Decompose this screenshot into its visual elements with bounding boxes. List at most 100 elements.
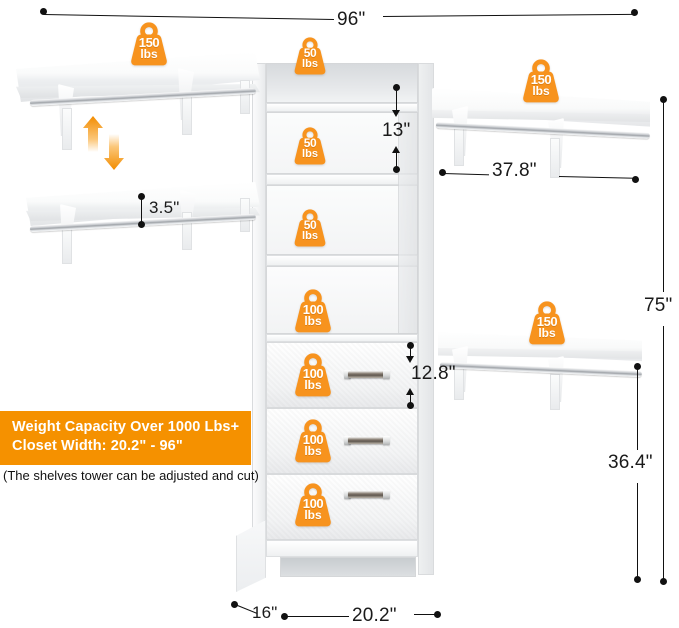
badge-unit: lbs [302, 148, 318, 161]
weight-badge-drawer-2: 100 lbs [291, 418, 335, 464]
dim-13-dot-top [393, 84, 400, 91]
drawer-2-handle[interactable] [348, 437, 386, 444]
tower-right-panel [418, 63, 434, 575]
dim-height-dot-top [660, 96, 667, 103]
weight-badge-right-lower-shelf: 150 lbs [525, 300, 569, 346]
dim-right-width-label: 37.8" [489, 160, 540, 182]
dim-height-line-top [663, 100, 665, 292]
left-lower-wallplate-2 [182, 212, 192, 250]
badge-unit: lbs [538, 326, 556, 341]
drawer-1-handle[interactable] [348, 371, 386, 378]
dim-128-dot-bottom [407, 402, 414, 409]
weight-capacity-banner: Weight Capacity Over 1000 Lbs+ Closet Wi… [0, 411, 252, 466]
adjustable-note: (The shelves tower can be adjusted and c… [3, 468, 259, 483]
tower-shelf-board-1 [266, 103, 418, 112]
drawer-1-handle-cap-left [344, 370, 351, 379]
badge-value: 150 [530, 72, 552, 88]
drawer-3-handle-cap-right [383, 490, 390, 499]
drawer-2-handle-cap-right [383, 436, 390, 445]
dim-right-lower-line-top [637, 367, 639, 450]
dim-depth-dot-bottom [281, 613, 288, 620]
dim-right-lower-dot-bottom [634, 576, 641, 583]
dim-right-lower-dot-top [634, 363, 641, 370]
tower-cavity-2 [266, 185, 418, 255]
weight-badge-tower-shelf-2: 50 lbs [291, 126, 329, 166]
dim-width-line-left [43, 14, 334, 21]
dim-128-label: 12.8" [411, 363, 456, 384]
tower-base-board [266, 540, 418, 557]
dim-width-label: 96" [334, 9, 369, 31]
drawer-top-rail [266, 334, 418, 342]
dim-128-dot-top [407, 342, 414, 349]
tower-shelf-board-2 [266, 174, 418, 185]
tower-inner-divider [398, 112, 418, 334]
dim-128-arrow-bottom [406, 388, 414, 395]
dim-width-line-right [382, 13, 633, 18]
drawer-3-handle-cap-left [344, 490, 351, 499]
badge-unit: lbs [302, 230, 318, 243]
drawer-2[interactable] [266, 408, 418, 474]
drawer-1[interactable] [266, 342, 418, 408]
dim-128-arrow-top [406, 356, 414, 363]
dim-128-line-top [410, 346, 412, 360]
dim-width-dot-left [40, 8, 47, 15]
dim-35-dot-top [138, 193, 145, 200]
tower-left-panel [252, 63, 266, 575]
drawer-1-handle-cap-right [383, 370, 390, 379]
dim-tower-width-line-left [287, 616, 349, 618]
badge-value: 50 [303, 45, 317, 60]
weight-badge-tower-shelf-4: 100 lbs [291, 288, 335, 334]
right-top-wallplate-2 [550, 138, 560, 178]
left-lower-wallplate-1 [62, 226, 72, 264]
badge-value: 50 [303, 135, 317, 150]
dim-height-label: 75" [641, 295, 676, 317]
badge-unit: lbs [302, 58, 318, 71]
badge-unit: lbs [304, 444, 322, 459]
right-top-wallplate-1 [454, 126, 464, 166]
left-top-wallplate-1 [62, 108, 72, 150]
dim-right-width-dot-right [632, 176, 639, 183]
dim-13-arrow-bottom [392, 146, 400, 153]
right-lower-hanging-rod [439, 362, 642, 378]
left-top-wallplate-2 [182, 93, 192, 135]
badge-value: 100 [302, 432, 324, 448]
drawer-2-handle-cap-left [344, 436, 351, 445]
tower-cavity-top [266, 63, 418, 103]
badge-value: 150 [536, 314, 558, 330]
badge-value: 150 [138, 35, 160, 51]
dim-height-dot-bottom [660, 578, 667, 585]
weight-badge-drawer-1: 100 lbs [291, 352, 335, 398]
badge-value: 100 [302, 366, 324, 382]
dim-height-line-bottom [663, 326, 665, 580]
dim-right-width-dot-left [439, 169, 446, 176]
banner-line-1: Weight Capacity Over 1000 Lbs+ [12, 419, 240, 435]
drawer-3[interactable] [266, 474, 418, 540]
right-lower-shelf-edge [438, 348, 642, 359]
weight-badge-tower-shelf-3: 50 lbs [291, 208, 329, 248]
weight-badge-drawer-3: 100 lbs [291, 482, 335, 528]
dim-depth-dot-top [231, 601, 238, 608]
tower-shelf-board-3 [266, 255, 418, 266]
dim-tower-width-dot-right [434, 611, 441, 618]
weight-badge-left-top-shelf: 150 lbs [127, 21, 171, 67]
tower-cavity-3 [266, 266, 418, 334]
dim-35-line [141, 197, 143, 223]
badge-unit: lbs [304, 314, 322, 329]
weight-badge-tower-shelf-1: 50 lbs [291, 36, 329, 76]
dim-13-dot-bottom [393, 166, 400, 173]
dim-13-label: 13" [382, 120, 411, 141]
left-top-wallplate-3 [240, 80, 250, 114]
badge-unit: lbs [304, 378, 322, 393]
badge-unit: lbs [532, 84, 550, 99]
dim-35-dot-bottom [138, 221, 145, 228]
badge-value: 100 [302, 302, 324, 318]
dim-right-width-line-right [558, 176, 635, 180]
dim-13-line-bottom [396, 152, 398, 168]
dim-depth-label: 16" [252, 603, 278, 622]
dim-right-width-line-left [442, 173, 492, 176]
drawer-3-handle[interactable] [348, 491, 386, 498]
dim-13-line-top [396, 88, 398, 114]
badge-value: 100 [302, 496, 324, 512]
height-adjustable-arrows-icon [80, 112, 130, 174]
dim-right-lower-label: 36.4" [605, 452, 656, 474]
